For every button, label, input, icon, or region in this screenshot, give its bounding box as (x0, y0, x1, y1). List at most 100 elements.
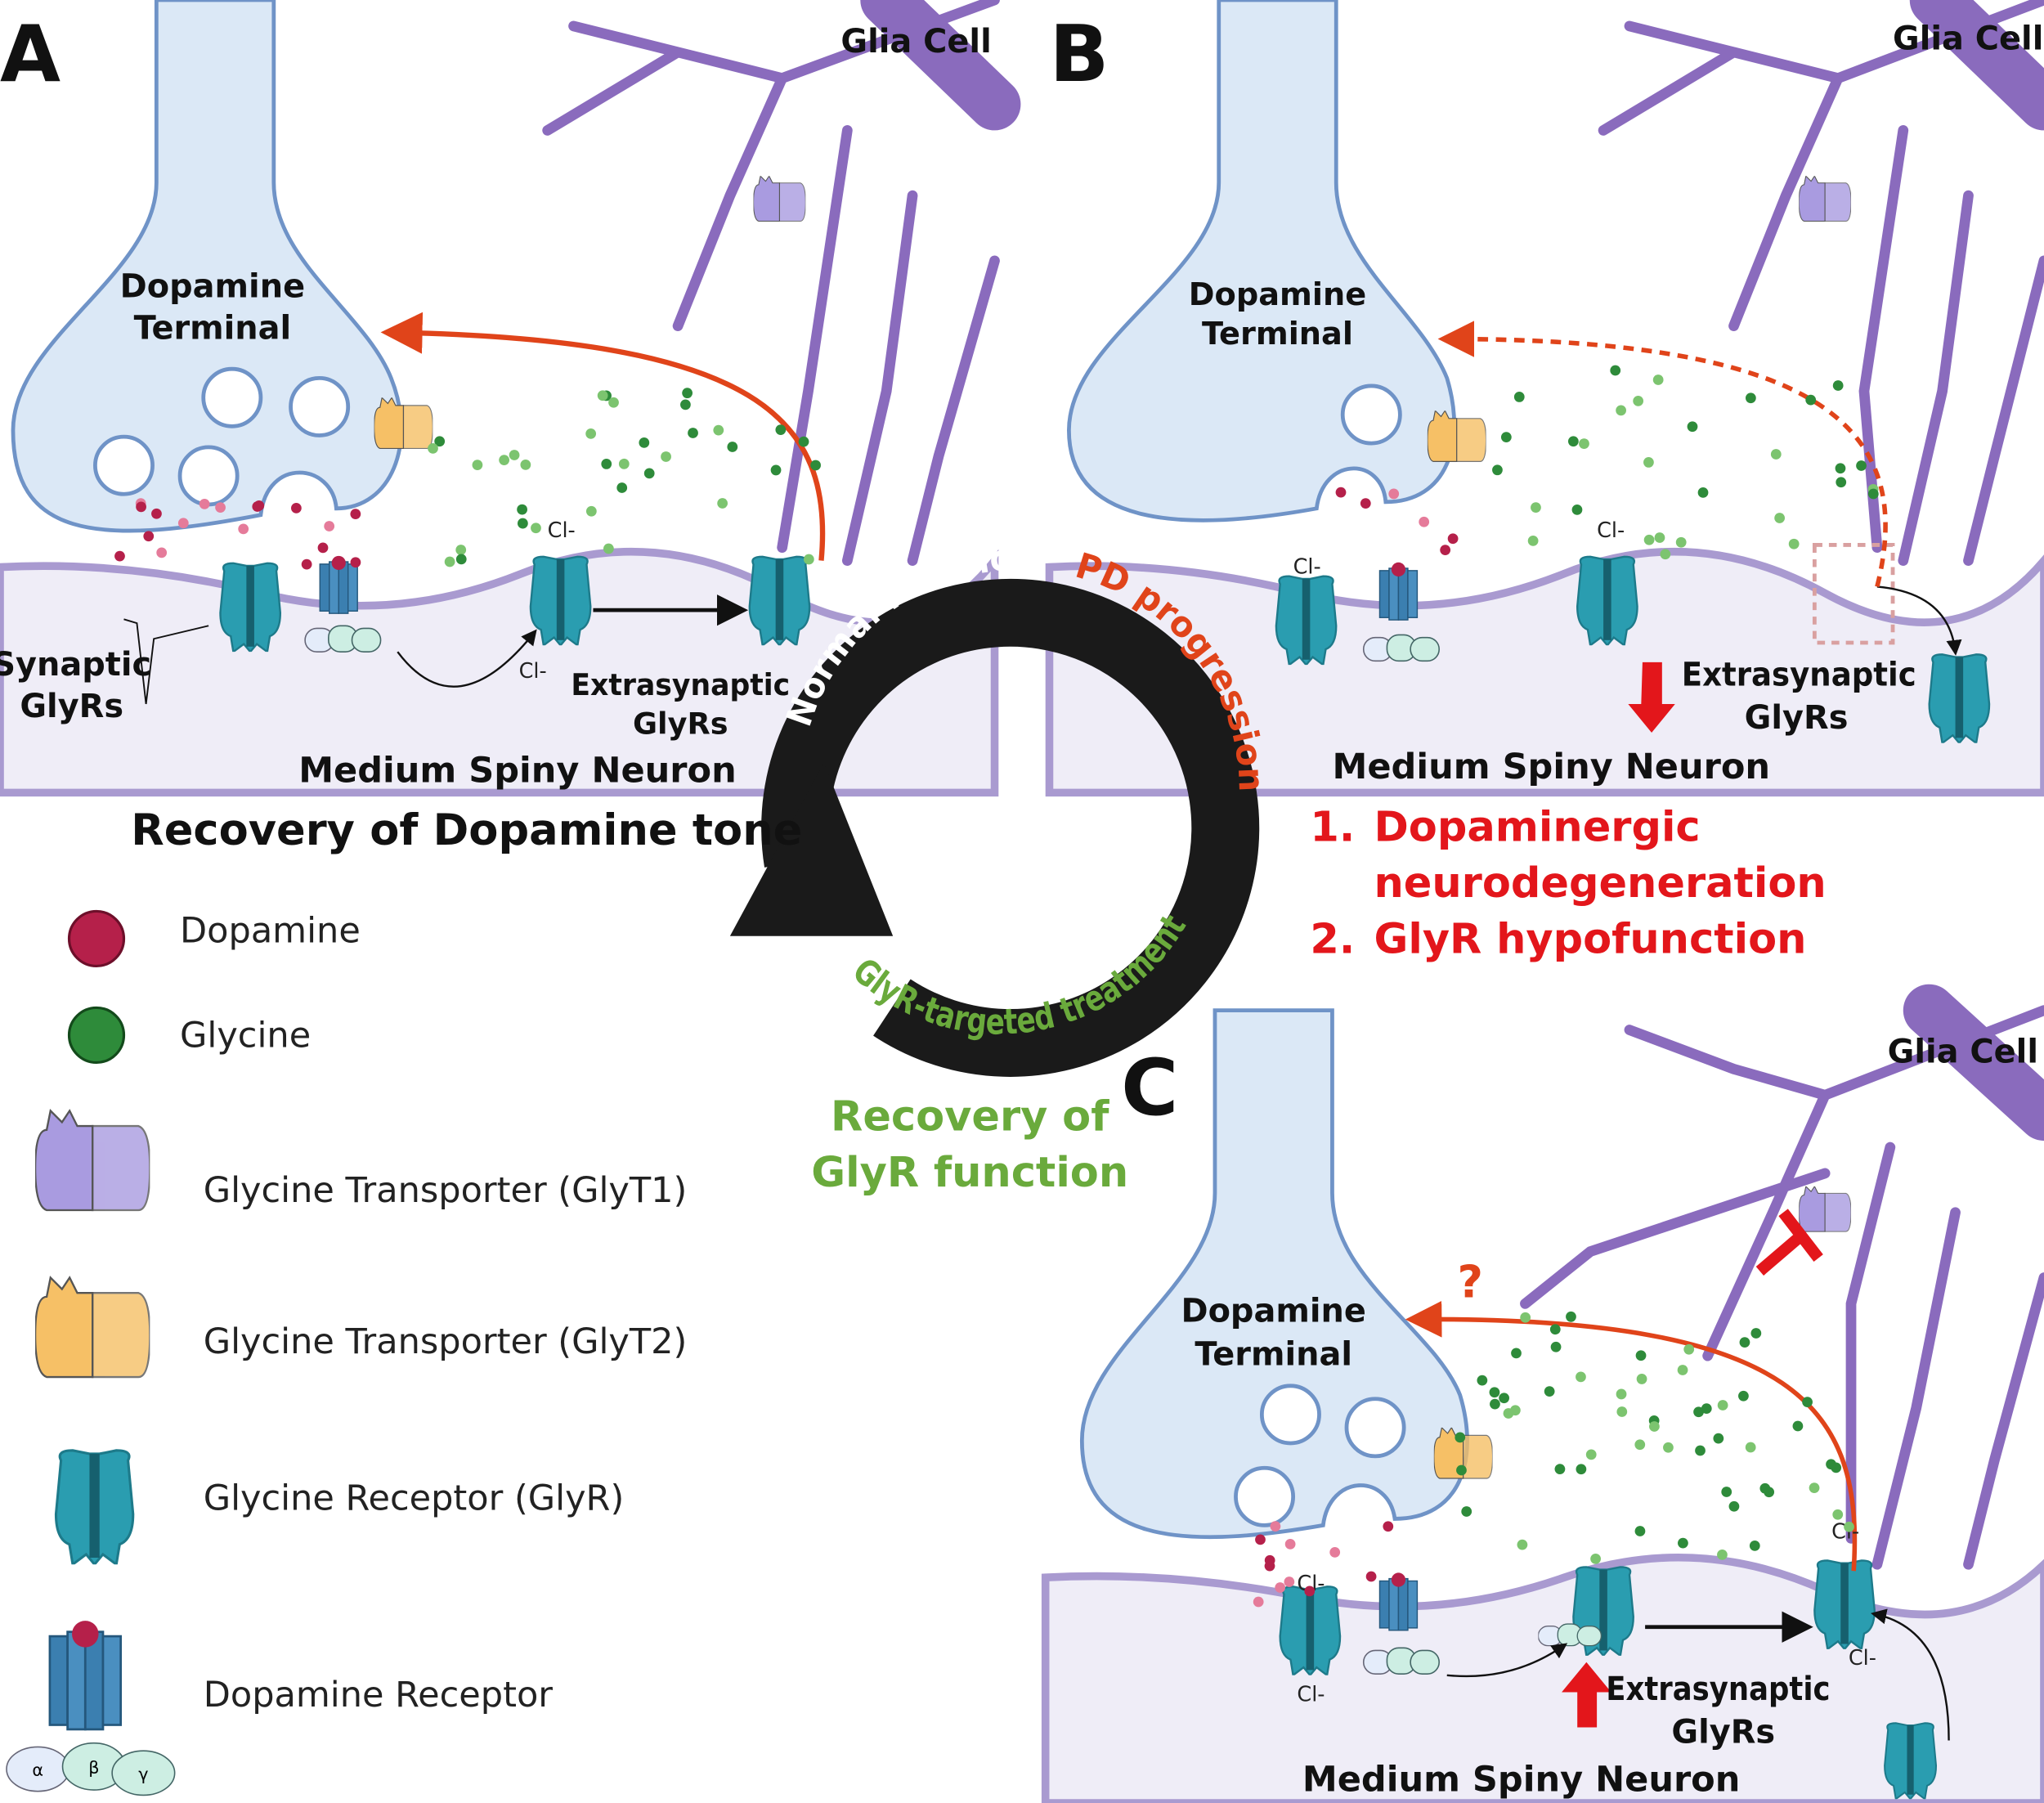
glycine-molecule (775, 424, 787, 435)
glycine-molecule (1739, 1337, 1750, 1348)
chloride-label: Cl- (1849, 1646, 1876, 1671)
dopamine-molecule (1383, 1521, 1394, 1532)
dopamine-molecule (1329, 1547, 1341, 1558)
glycine-molecule (1745, 1442, 1756, 1453)
terminal-label: Dopamine (1189, 276, 1366, 313)
recovery-glyr-label-2: GlyR function (811, 1149, 1128, 1197)
glycine-molecule (1660, 549, 1671, 560)
glia-cell-label: Glia Cell (1888, 1033, 2038, 1070)
glycine-molecule (1675, 536, 1687, 548)
dopamine-molecule (252, 501, 263, 512)
glycine-molecule (1636, 1374, 1647, 1384)
vesicles (1234, 1384, 1406, 1527)
glycine-molecule (517, 504, 527, 515)
receptor-subunits (1362, 634, 1441, 662)
legend-label: Glycine Transporter (GlyT1) (204, 1170, 688, 1211)
terminal-label-2: Terminal (1195, 1335, 1352, 1373)
glycine-molecule (434, 436, 446, 447)
dopamine-molecule (1284, 1539, 1296, 1550)
dopamine-molecule (1255, 1534, 1266, 1545)
dopamine-molecule (1365, 1571, 1377, 1582)
glia-cell (1520, 984, 2044, 1570)
glycine-molecule (1701, 1403, 1712, 1414)
feedback-arrow (380, 312, 826, 561)
dopamine-molecule (301, 558, 312, 570)
glycine-molecule (1633, 396, 1644, 406)
glycine-icon (67, 1006, 126, 1064)
legend-label: Glycine Transporter (GlyT2) (204, 1321, 688, 1362)
current-trace (123, 618, 209, 705)
glycine-molecule (585, 505, 597, 517)
subunits-icon: α β γ (6, 1742, 176, 1796)
glycine-molecule (803, 554, 814, 565)
panel-c: ? C Glia Cell Dopamine Terminal Extrasyn… (1041, 984, 2044, 1803)
glycine-molecule (1456, 1464, 1467, 1476)
glycine-molecule (1571, 505, 1583, 515)
extrasynaptic-label: Extrasynaptic (1606, 1671, 1830, 1708)
dopamine-molecule (136, 501, 146, 513)
dopamine-molecule (1253, 1596, 1264, 1608)
effect-text: GlyR hypofunction (1374, 915, 1806, 963)
glycine-molecule (531, 523, 541, 534)
glycine-molecule (472, 460, 483, 470)
dopamine-molecule (1264, 1560, 1275, 1572)
dopamine-molecule (1275, 1582, 1286, 1593)
glycine-molecule (1579, 438, 1589, 449)
vesicle (1340, 383, 1402, 446)
dopamine-molecule (317, 542, 329, 554)
glycine-molecule (1643, 534, 1655, 545)
panel-label-c: C (1121, 1042, 1178, 1133)
glycine-molecule (1856, 460, 1867, 471)
glycine-molecule (1774, 513, 1785, 523)
glycine-molecule (1802, 1397, 1813, 1408)
dopamine-molecule (1440, 545, 1451, 556)
increase-arrow-icon (1562, 1662, 1611, 1728)
glycine-molecule (585, 428, 597, 439)
glycine-molecule (1590, 1554, 1601, 1564)
terminal-label-2: Terminal (134, 310, 292, 348)
glycine-molecule (1759, 1482, 1771, 1494)
glycine-molecule (1513, 392, 1525, 402)
glyt1-transporter (1799, 176, 1852, 222)
removed-receptor-box (1812, 543, 1895, 645)
legend-item-dopamine: Dopamine (67, 909, 361, 968)
dopamine-molecule (324, 521, 335, 531)
glycine-molecule (717, 498, 728, 509)
extrasynaptic-label-2: GlyRs (1671, 1714, 1775, 1751)
glycine-molecule (680, 399, 691, 410)
receptor-subunits (1362, 1647, 1441, 1675)
glycine-molecule (798, 436, 809, 447)
alpha-label: α (32, 1760, 43, 1780)
glia-cell-label: Glia Cell (1893, 20, 2043, 58)
insertion-arrow (1871, 1608, 1950, 1741)
glycine-molecule (1770, 449, 1782, 460)
glycine-molecule (517, 518, 528, 529)
glycine-molecule (428, 443, 438, 454)
terminal-label: Dopamine (1181, 1293, 1366, 1330)
glycine-molecule (1544, 1386, 1555, 1397)
glycine-molecule (1678, 1537, 1688, 1549)
panel-label-b: B (1049, 8, 1109, 100)
dopamine-receptor-icon (48, 1619, 123, 1731)
receptor-subunits (1538, 1623, 1602, 1647)
glycine-molecule (1635, 1350, 1647, 1361)
dopamine-molecule (151, 508, 162, 519)
receptor-subunits (304, 625, 382, 653)
dopamine-molecule (143, 531, 155, 542)
terminal-label-2: Terminal (1202, 316, 1353, 352)
glycine-molecule (1610, 365, 1621, 376)
chloride-label: Cl- (1297, 1683, 1325, 1707)
effect-number: 2. (1310, 915, 1355, 963)
terminal-label: Dopamine (120, 268, 305, 306)
glycine-molecule (1520, 1312, 1531, 1323)
legend-item-dopamine-receptor: α β γ Dopamine Receptor (6, 1619, 553, 1796)
extrasynaptic-label: Extrasynaptic (571, 667, 790, 702)
glycine-molecule (1550, 1341, 1562, 1352)
dopamine-receptor (1378, 1572, 1419, 1631)
glycine-molecule (1461, 1506, 1472, 1517)
extrasynaptic-label: Extrasynaptic (1682, 657, 1916, 694)
dopamine-molecule (1284, 1577, 1295, 1587)
cycle-ring (761, 578, 1260, 1077)
